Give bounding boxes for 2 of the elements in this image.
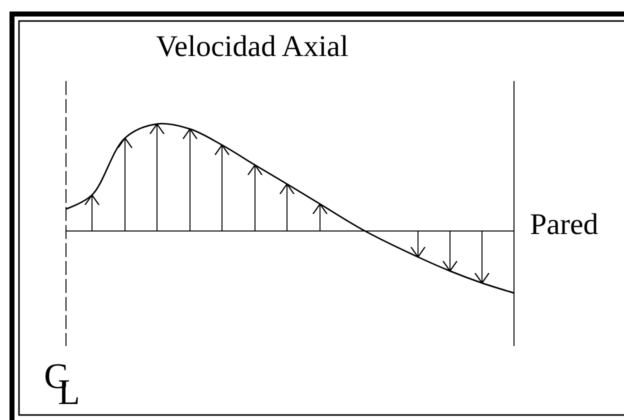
title: Velocidad Axial (156, 32, 348, 62)
wall-label: Pared (530, 210, 598, 240)
